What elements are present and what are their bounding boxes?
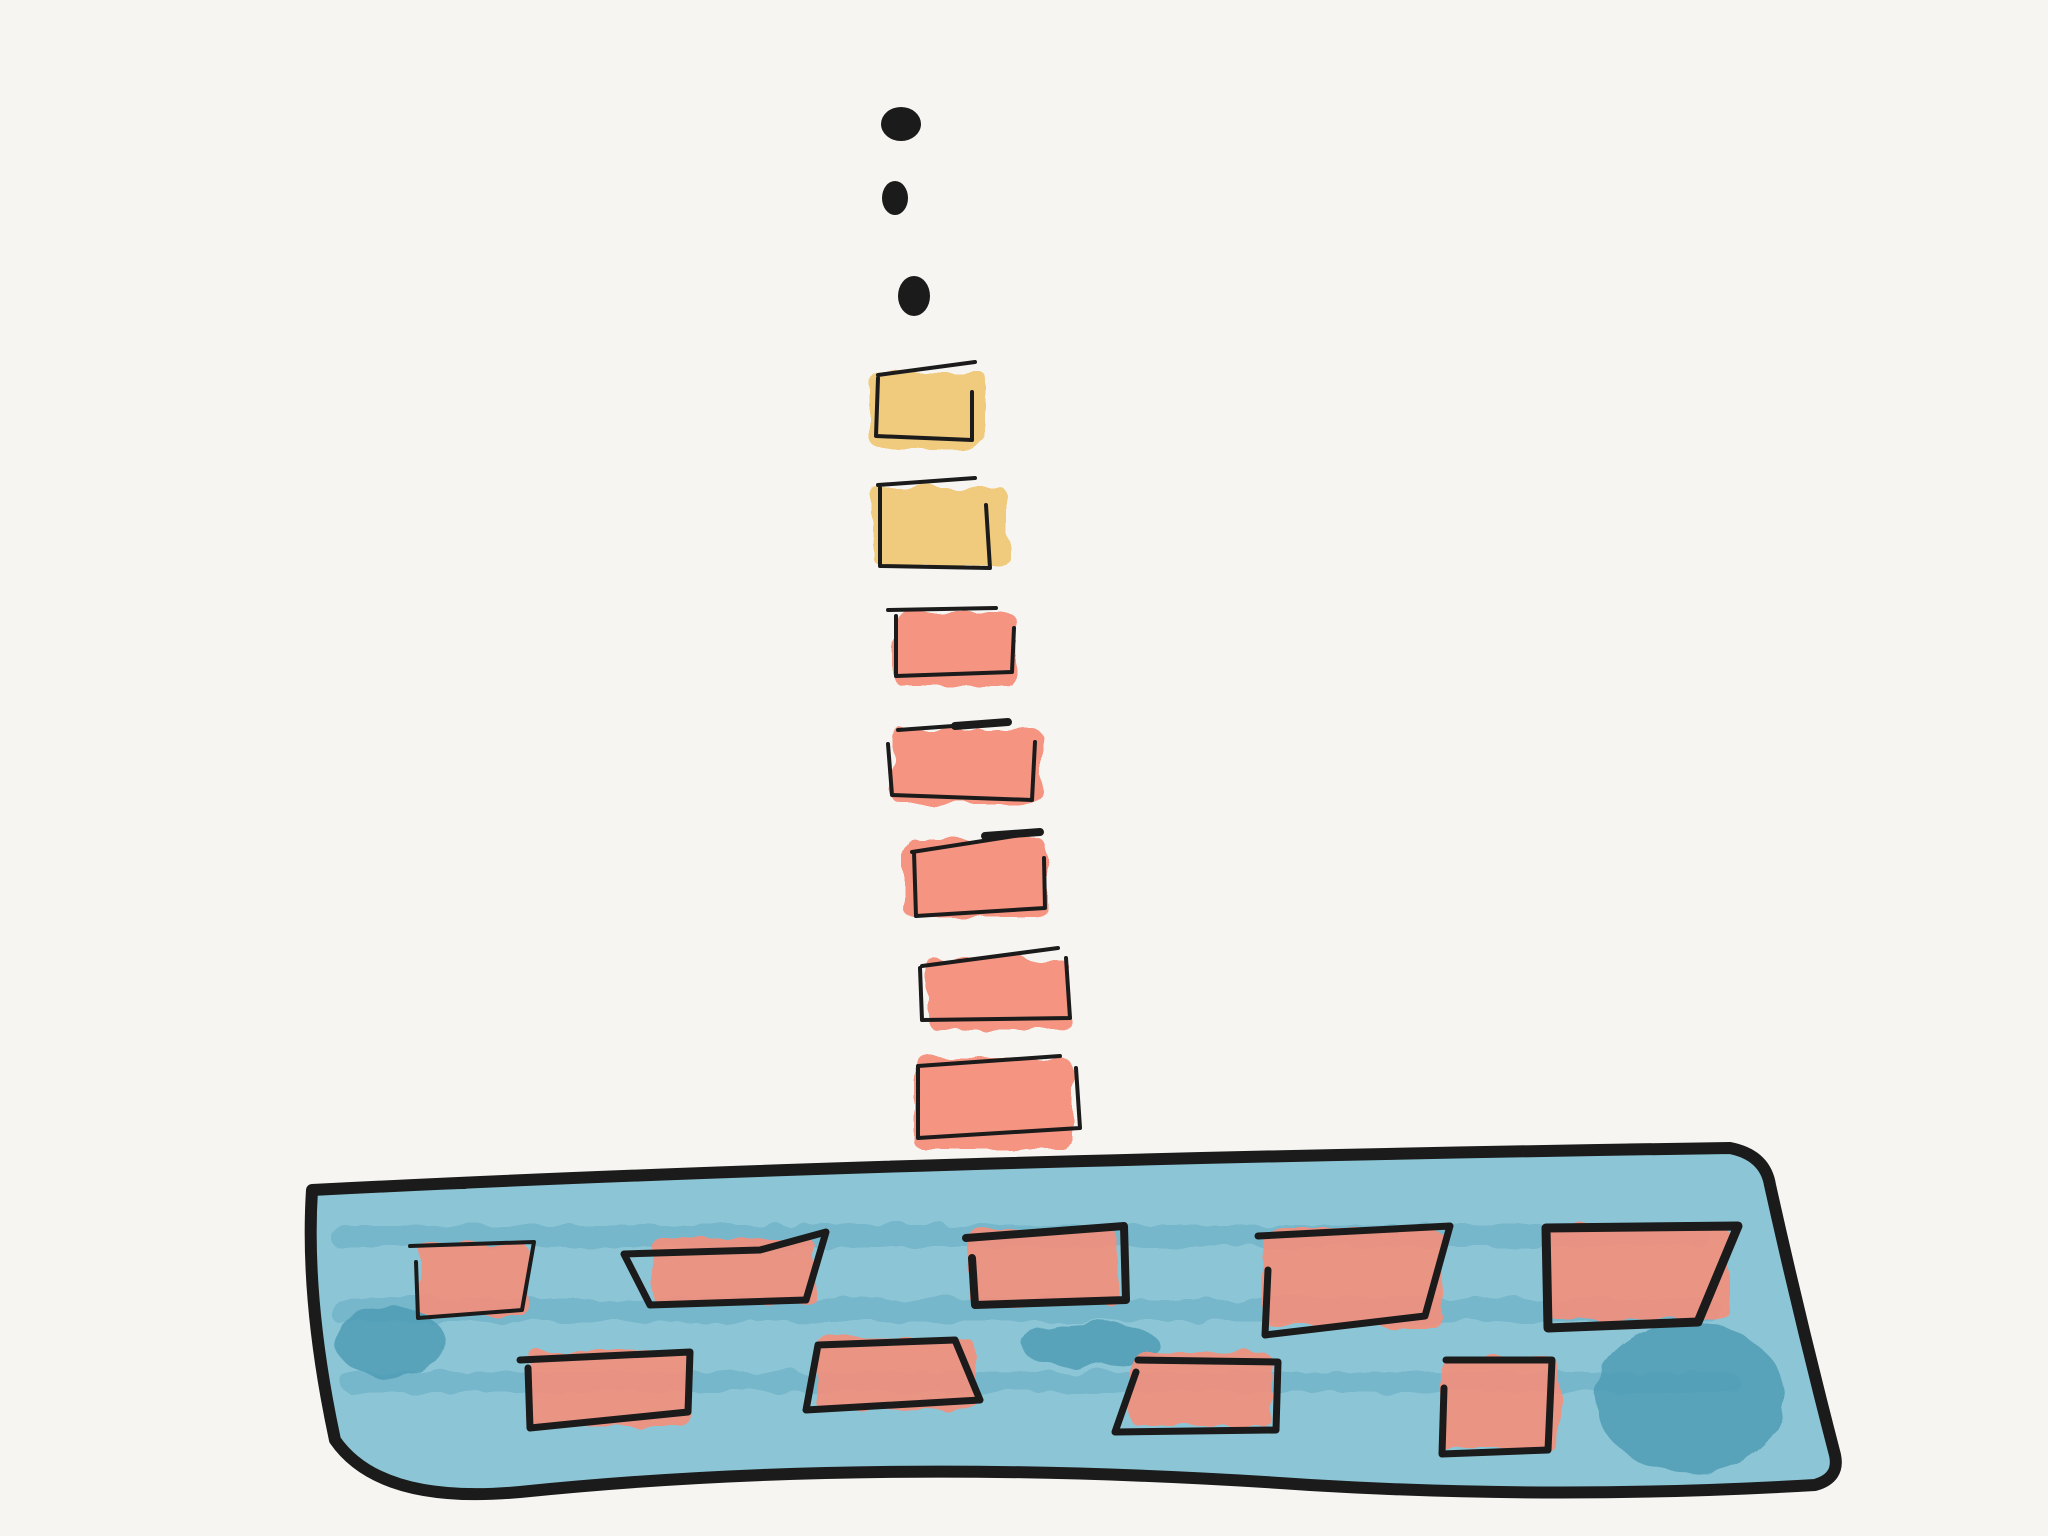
base-block: [1254, 1222, 1454, 1339]
stack-block-yellow: [872, 476, 1008, 570]
base-block: [1541, 1221, 1743, 1333]
base-block: [962, 1222, 1130, 1309]
base-block: [408, 1240, 536, 1320]
base-block: [516, 1348, 694, 1432]
continuation-dots: [881, 107, 930, 316]
base-platform: [304, 1142, 1842, 1501]
base-row-2: [516, 1336, 1560, 1458]
continuation-dot: [898, 276, 930, 316]
stack-block-orange: [918, 946, 1072, 1030]
base-block: [1111, 1352, 1282, 1436]
stack-block-yellow: [870, 360, 988, 448]
base-platform-dark-patches: [335, 1307, 1785, 1473]
block-stack: [870, 360, 1082, 1150]
base-block: [620, 1228, 830, 1309]
base-platform-top-accent: [317, 1183, 468, 1191]
stack-block-orange: [886, 606, 1016, 686]
continuation-dot: [882, 181, 908, 215]
base-row-1: [408, 1221, 1743, 1339]
base-block: [1438, 1356, 1560, 1458]
base-block: [802, 1336, 984, 1414]
base-platform-outline: [304, 1142, 1842, 1501]
stack-block-orange: [886, 718, 1042, 804]
continuation-dot: [881, 107, 921, 141]
stack-block-orange: [914, 1054, 1082, 1150]
stack-block-orange: [904, 828, 1047, 918]
